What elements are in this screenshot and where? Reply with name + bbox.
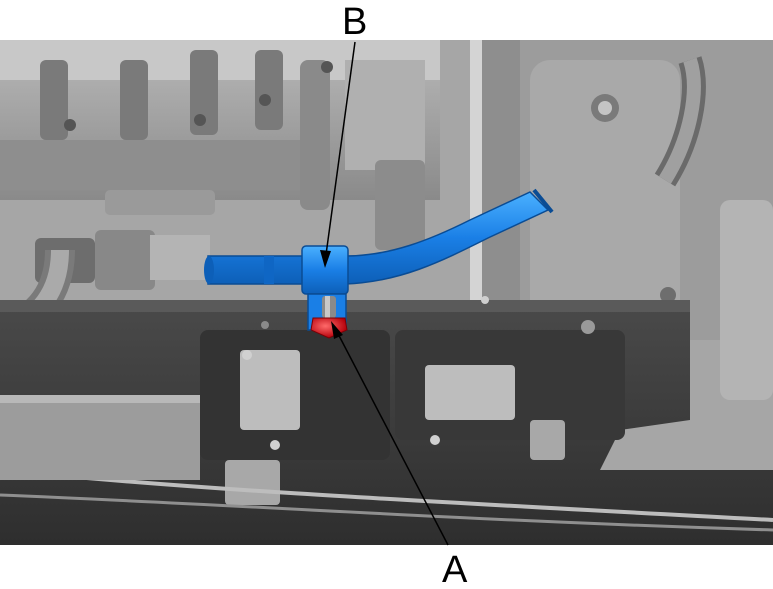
- callout-b-leader: [324, 41, 356, 263]
- engine-block: [0, 40, 440, 210]
- callout-a-arrowhead: [331, 321, 343, 339]
- callout-a-leader: [333, 325, 449, 546]
- callout-b-arrowhead: [320, 250, 331, 268]
- callout-b-label: B: [342, 1, 367, 43]
- callout-a-label: A: [442, 549, 468, 589]
- mounting-bracket: [0, 296, 773, 545]
- right-body-panel: [470, 40, 773, 400]
